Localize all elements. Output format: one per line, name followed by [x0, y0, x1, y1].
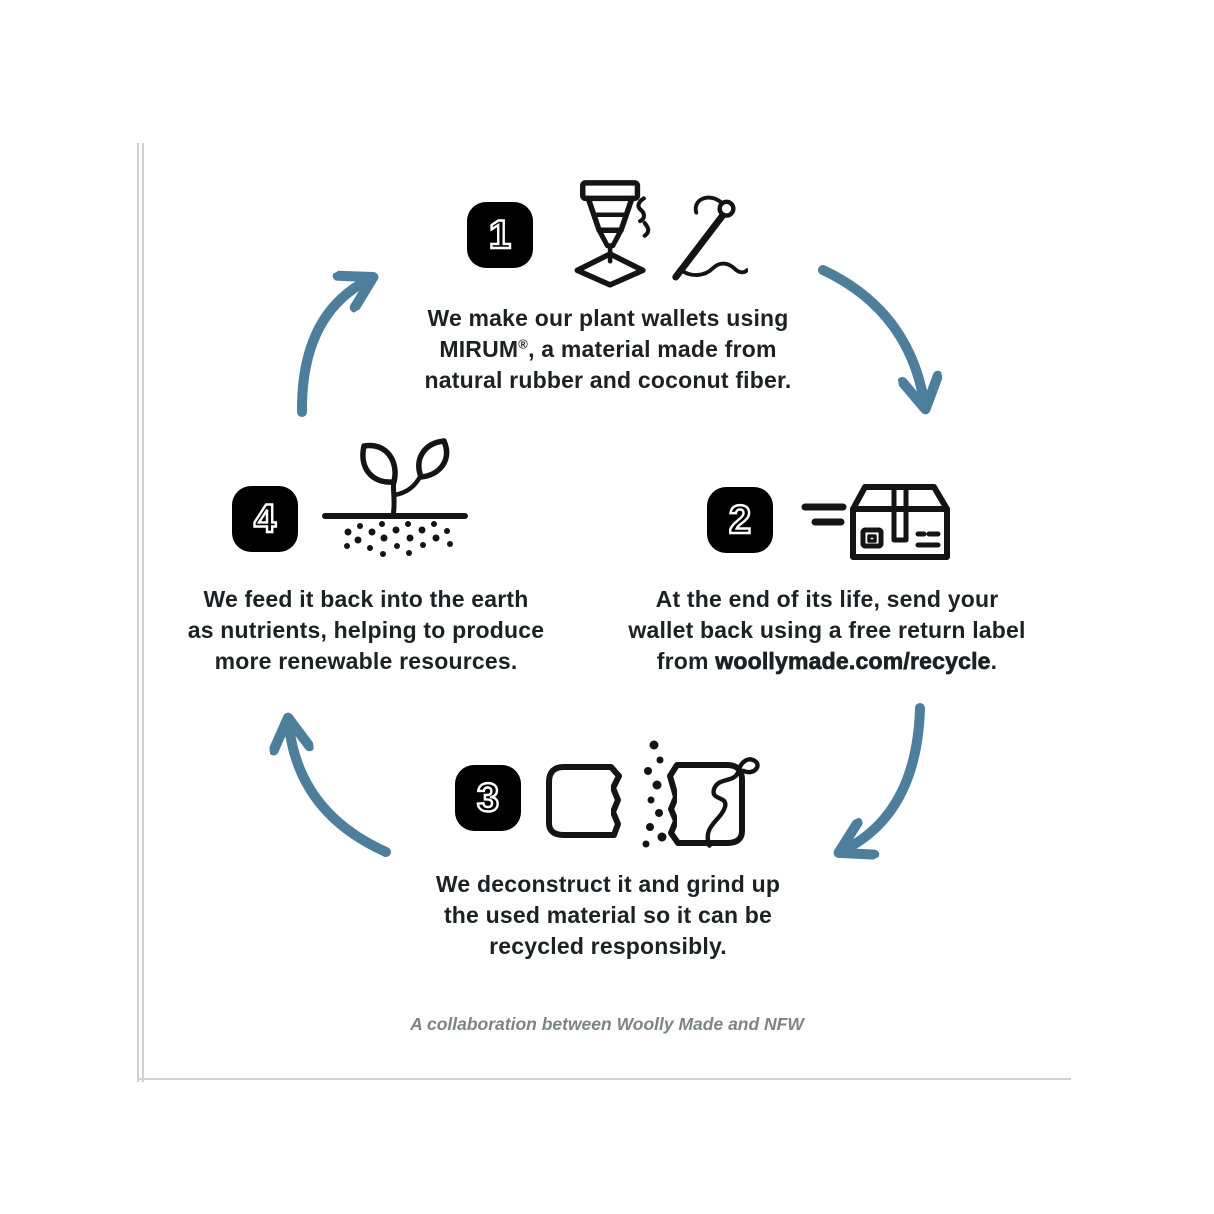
step1-line2-pre: MIRUM: [439, 336, 519, 362]
step3-number: 3: [476, 776, 501, 820]
step2-line3-post: .: [990, 648, 998, 674]
arrow-to-step4-icon: [289, 726, 391, 857]
step3-line3: recycled responsibly.: [489, 933, 727, 959]
step1-caption: We make our plant wallets using MIRUM®, …: [373, 303, 843, 396]
step2-line3-pre: from: [656, 648, 716, 674]
step3-line2: the used material so it can be: [443, 902, 773, 928]
arrow-to-step2-icon: [818, 265, 924, 401]
step2-line2: wallet back using a free return label: [628, 617, 1026, 643]
step1-line3: natural rubber and coconut fiber.: [424, 367, 792, 393]
torn-wallet-icon: [546, 740, 745, 848]
step2-number-badge: 2: [707, 487, 773, 553]
sprout-icon: [322, 438, 468, 557]
step3-number-badge: 3: [455, 765, 521, 831]
step4-line3: more renewable resources.: [214, 648, 518, 674]
frame-left-line-2: [142, 143, 144, 1082]
step2-line1: At the end of its life, send your: [655, 586, 999, 612]
step4-line1: We feed it back into the earth: [203, 586, 529, 612]
step4-caption: We feed it back into the earth as nutrie…: [131, 584, 601, 677]
registered-mark: ®: [518, 336, 529, 352]
shipping-box-icon: [801, 484, 950, 560]
arrow-to-step3-icon: [846, 703, 925, 849]
frame-left-line: [137, 143, 139, 1082]
molding-tool-icon: [574, 180, 651, 288]
step2-number: 2: [728, 498, 753, 542]
step1-line2-post: , a material made from: [528, 336, 777, 362]
step1-number-badge: 1: [467, 202, 533, 268]
recycle-url-text: woollymade.com/recycle: [715, 648, 991, 675]
step4-line2: as nutrients, helping to produce: [187, 617, 545, 643]
needle-thread-icon: [672, 195, 748, 281]
step4-number: 4: [253, 497, 278, 541]
step2-caption: At the end of its life, send your wallet…: [592, 584, 1062, 677]
frame-bottom-line: [137, 1078, 1071, 1080]
step3-line1: We deconstruct it and grind up: [435, 871, 781, 897]
thread-scrap-icon: [705, 757, 760, 848]
step1-number: 1: [488, 213, 513, 257]
arrow-to-step1-icon: [296, 281, 366, 417]
collaboration-note: A collaboration between Woolly Made and …: [410, 1014, 804, 1034]
step4-number-badge: 4: [232, 486, 298, 552]
step3-caption: We deconstruct it and grind up the used …: [373, 869, 843, 962]
step1-line1: We make our plant wallets using: [427, 305, 789, 331]
